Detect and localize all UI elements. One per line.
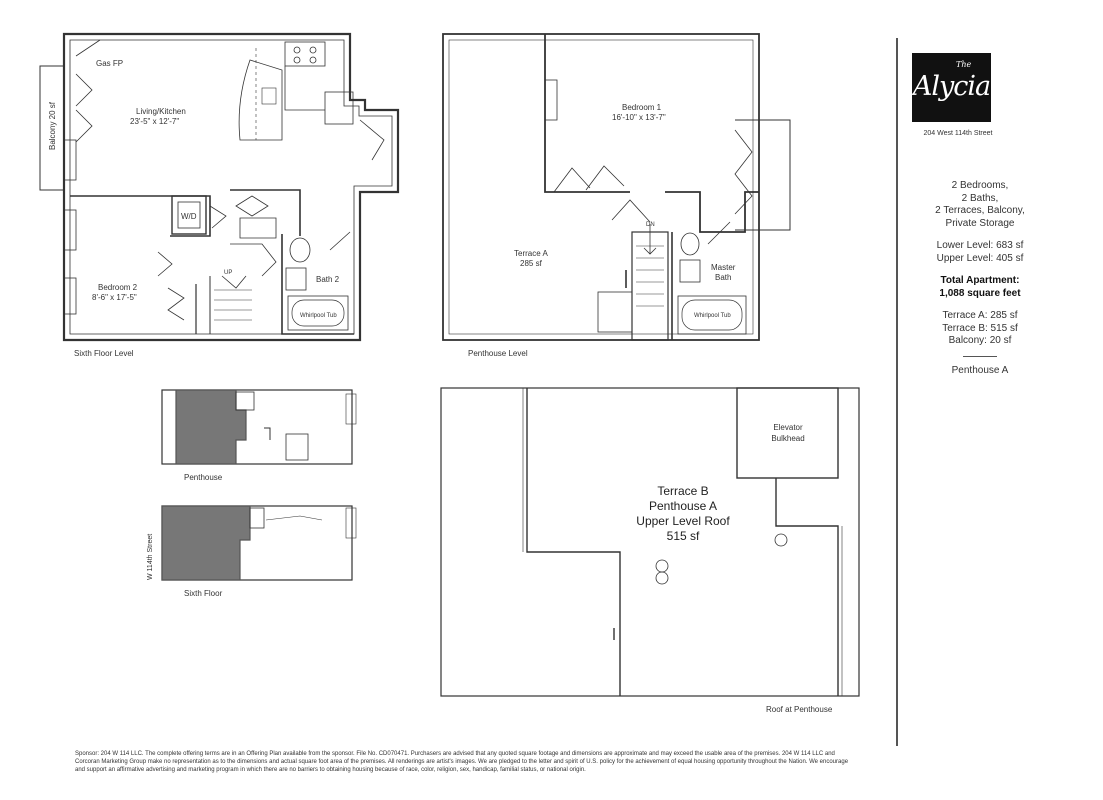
logo-the: The bbox=[956, 60, 972, 69]
label-balcony: Balcony 20 sf bbox=[48, 101, 57, 150]
apartment-summary: 2 Bedrooms, 2 Baths, 2 Terraces, Balcony… bbox=[900, 180, 1060, 377]
label-street: W 114th Street bbox=[147, 534, 154, 580]
building-logo: The Alycia bbox=[912, 53, 991, 122]
label-master-bath: Master bbox=[711, 263, 736, 272]
label-tub-master: Whirlpool Tub bbox=[694, 313, 731, 319]
label-bath2: Bath 2 bbox=[316, 275, 340, 284]
penthouse-level-plan bbox=[442, 33, 791, 341]
label-bedroom2: Bedroom 2 bbox=[98, 283, 138, 292]
summary-lower-level: Lower Level: 683 sf bbox=[936, 240, 1024, 251]
label-master-bath-2: Bath bbox=[715, 273, 731, 282]
key-plan-sixth-floor bbox=[161, 505, 357, 581]
summary-rule bbox=[963, 355, 997, 357]
label-terrace-a: Terrace A bbox=[514, 249, 548, 258]
label-living-dim: 23'-5" x 12'-7" bbox=[130, 117, 179, 126]
label-bulkhead: Bulkhead bbox=[771, 434, 804, 443]
summary-upper-level: Upper Level: 405 sf bbox=[936, 252, 1024, 264]
logo-name: Alycia bbox=[912, 71, 991, 102]
label-gas-fp: Gas FP bbox=[96, 59, 123, 68]
summary-balcony: Balcony: 20 sf bbox=[948, 335, 1012, 346]
summary-terrace-b: Terrace B: 515 sf bbox=[942, 322, 1018, 334]
caption-sixth-floor: Sixth Floor Level bbox=[74, 349, 134, 358]
roof-plan bbox=[440, 387, 860, 697]
summary-terrace-a: Terrace A: 285 sf bbox=[942, 310, 1018, 321]
label-bedroom1-dim: 16'-10" x 13'-7" bbox=[612, 113, 666, 122]
label-terrace-a-sf: 285 sf bbox=[520, 259, 543, 268]
summary-terraces: 2 Terraces, Balcony, bbox=[935, 205, 1025, 216]
summary-storage: Private Storage bbox=[945, 217, 1015, 229]
building-address: 204 West 114th Street bbox=[923, 130, 993, 137]
label-dn: DN bbox=[646, 222, 655, 228]
label-bedroom1: Bedroom 1 bbox=[622, 103, 662, 112]
label-living-kitchen: Living/Kitchen bbox=[136, 107, 186, 116]
label-wd: W/D bbox=[181, 212, 197, 221]
label-tub-2: Whirlpool Tub bbox=[300, 313, 337, 319]
summary-unit: Penthouse A bbox=[951, 364, 1009, 376]
summary-total-label: Total Apartment: bbox=[940, 275, 1020, 286]
sixth-floor-plan bbox=[39, 32, 400, 342]
roof-title-2: Penthouse A bbox=[649, 499, 717, 513]
key-plan-penthouse bbox=[161, 389, 357, 465]
sidebar-divider bbox=[896, 38, 898, 746]
caption-key-sixth: Sixth Floor bbox=[184, 589, 223, 598]
legal-disclaimer: Sponsor: 204 W 114 LLC. The complete off… bbox=[75, 751, 849, 773]
summary-total-value: 1,088 square feet bbox=[939, 287, 1021, 299]
label-up: UP bbox=[224, 270, 232, 276]
roof-title-4: 515 sf bbox=[667, 529, 700, 543]
label-elevator: Elevator bbox=[773, 423, 803, 432]
caption-key-penthouse: Penthouse bbox=[184, 473, 223, 482]
caption-penthouse-level: Penthouse Level bbox=[468, 349, 528, 358]
summary-baths: 2 Baths, bbox=[961, 192, 999, 204]
roof-title-1: Terrace B bbox=[657, 484, 708, 498]
summary-bedrooms: 2 Bedrooms, bbox=[951, 180, 1009, 191]
caption-roof: Roof at Penthouse bbox=[766, 705, 833, 714]
roof-title-3: Upper Level Roof bbox=[636, 514, 730, 528]
label-bedroom2-dim: 8'-6" x 17'-5" bbox=[92, 293, 137, 302]
